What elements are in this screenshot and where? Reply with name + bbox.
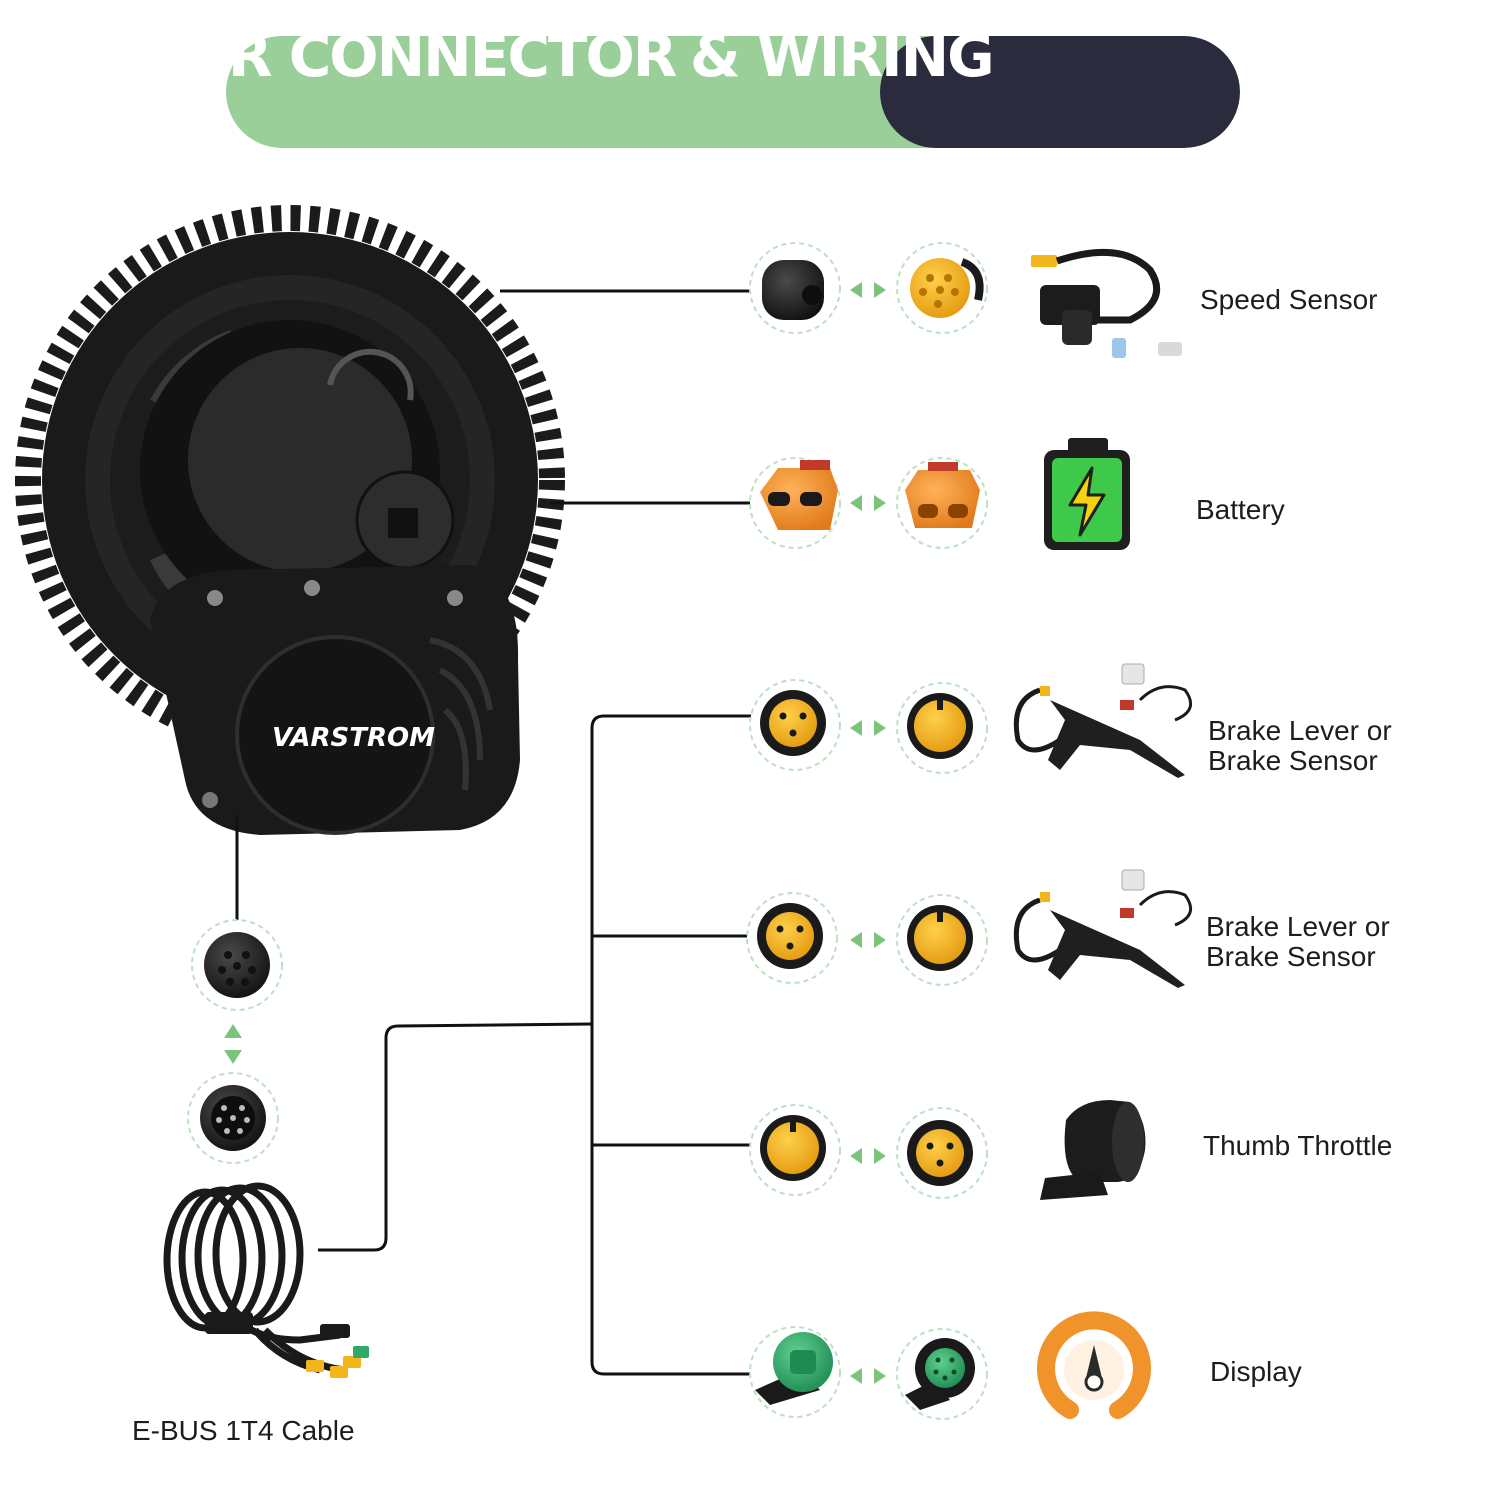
throttle-connector-female	[896, 1107, 988, 1199]
motor-illustration	[15, 205, 565, 835]
display-connector-male	[749, 1326, 841, 1418]
brake-connector-female-1	[896, 682, 988, 774]
battery-label: Battery	[1196, 494, 1285, 525]
title-part1: MOTOR CONNECTOR	[40, 22, 677, 90]
speed-sensor-icon	[1031, 248, 1182, 358]
brake-connector-male-1	[749, 679, 841, 771]
brake-connector-female-2	[896, 894, 988, 986]
brake-lever-icon-2	[1013, 869, 1193, 988]
brake-connector-male-2	[746, 892, 838, 984]
battery-icon	[1044, 438, 1130, 550]
title-dark-segment	[880, 36, 1240, 148]
title-banner	[226, 36, 1240, 148]
speed-sensor-connector-female	[896, 242, 988, 334]
brake-arrow-1	[850, 720, 886, 736]
thumb-throttle-icon	[1040, 1100, 1146, 1200]
ebus-arrow	[224, 1024, 242, 1064]
ebus-connector-male	[187, 1072, 279, 1164]
battery-connector-female	[896, 457, 988, 549]
ebus-cable-label: E-BUS 1T4 Cable	[132, 1415, 355, 1446]
display-icon	[1037, 1311, 1151, 1419]
ebus-cable-plugs	[205, 1312, 369, 1378]
title-part2: & WIRING	[690, 22, 995, 90]
motor-brand-label: VARSTROM	[272, 723, 435, 753]
display-connector-female	[896, 1328, 988, 1420]
battery-connector-male	[749, 457, 841, 549]
wiring-lines	[235, 289, 752, 1376]
throttle-connector-male	[749, 1104, 841, 1196]
thumb-throttle-label: Thumb Throttle	[1203, 1130, 1393, 1161]
display-arrow	[850, 1368, 886, 1384]
brake-label-1-line2: Brake Sensor	[1208, 745, 1378, 776]
speed-sensor-arrow	[850, 282, 886, 298]
display-label: Display	[1210, 1356, 1302, 1387]
ebus-cable-illustration	[163, 1182, 346, 1374]
speed-sensor-label: Speed Sensor	[1200, 284, 1378, 315]
brake-label-2-line1: Brake Lever or	[1206, 911, 1390, 942]
speed-sensor-connector-male	[749, 242, 841, 334]
ebus-connector-female	[191, 919, 283, 1011]
throttle-arrow	[850, 1148, 886, 1164]
battery-arrow	[850, 495, 886, 511]
brake-label-1-line1: Brake Lever or	[1208, 715, 1392, 746]
brake-lever-icon-1	[1013, 663, 1193, 778]
brake-label-2-line2: Brake Sensor	[1206, 941, 1376, 972]
brake-arrow-2	[850, 932, 886, 948]
